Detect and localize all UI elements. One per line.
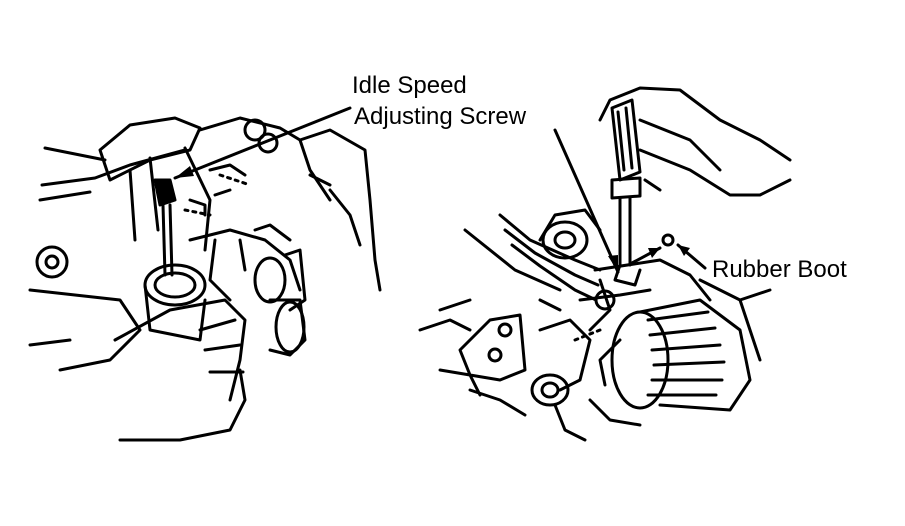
rubber-boot-label: Rubber Boot <box>712 256 847 283</box>
left-illustration <box>30 108 380 440</box>
idle-speed-label-line2: Adjusting Screw <box>354 103 527 130</box>
idle-speed-label-line1: Idle Speed <box>352 72 467 99</box>
right-illustration <box>420 88 790 440</box>
